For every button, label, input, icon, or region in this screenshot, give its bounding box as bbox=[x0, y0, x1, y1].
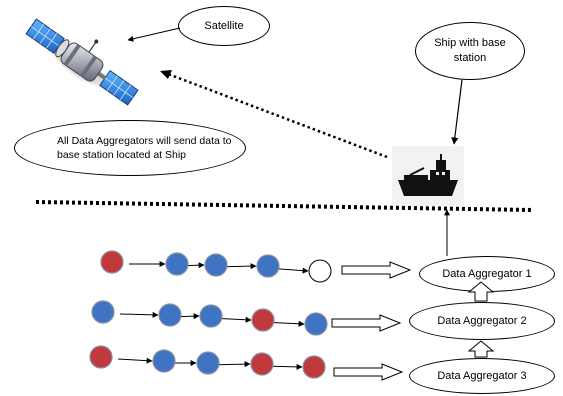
aggregator-1: Data Aggregator 1 bbox=[419, 256, 555, 292]
row2-node-5-blue bbox=[304, 312, 328, 336]
uplink-dotted-line bbox=[167, 72, 388, 159]
satellite-pointer-arrow bbox=[127, 27, 181, 42]
row2-connector-1 bbox=[119, 311, 159, 318]
row1-node-3-blue bbox=[204, 253, 228, 277]
aggregator-2-label: Data Aggregator 2 bbox=[437, 314, 527, 327]
aggregator-2: Data Aggregator 2 bbox=[409, 302, 555, 340]
satellite-icon bbox=[25, 18, 139, 106]
ship-icon bbox=[392, 146, 464, 206]
row1-node-5-empty bbox=[308, 259, 332, 283]
node-rows bbox=[89, 250, 332, 379]
row2-node-3-blue bbox=[199, 304, 223, 328]
row3-node-5-red bbox=[302, 355, 326, 379]
satellite-callout: Satellite bbox=[178, 6, 270, 46]
row3-node-2-blue bbox=[152, 349, 176, 373]
aggregator2-to-1-block-arrow bbox=[467, 281, 495, 302]
ship-callout-line2: station bbox=[453, 52, 487, 64]
row2-node-2-blue bbox=[158, 303, 182, 327]
row2-node-1-blue bbox=[91, 300, 115, 324]
ship-callout-line1: Ship with base bbox=[434, 37, 506, 50]
aggregator-3: Data Aggregator 3 bbox=[409, 358, 555, 394]
row1-node-4-blue bbox=[256, 254, 280, 278]
row1-node-1-red bbox=[100, 250, 124, 274]
row1-node-2-blue bbox=[165, 252, 189, 276]
info-callout: All Data Aggregators will send data to b… bbox=[14, 120, 246, 176]
info-callout-line2: base station located at Ship bbox=[57, 149, 187, 161]
row1-block-arrow bbox=[341, 261, 412, 279]
row3-node-1-red bbox=[89, 345, 113, 369]
aggregator-1-label: Data Aggregator 1 bbox=[442, 267, 532, 280]
row2-block-arrow bbox=[331, 314, 402, 332]
aggregator3-to-2-block-arrow bbox=[467, 340, 495, 358]
sea-level-separator bbox=[35, 200, 533, 212]
info-callout-line1: All Data Aggregators will send data to bbox=[57, 134, 232, 147]
row3-node-3-blue bbox=[196, 351, 220, 375]
ship-pointer-arrow bbox=[451, 79, 463, 145]
ship-callout: Ship with base station bbox=[415, 22, 525, 80]
row3-connector-1 bbox=[117, 357, 153, 364]
row3-block-arrow bbox=[333, 363, 404, 381]
row3-node-4-red bbox=[250, 352, 274, 376]
row2-node-4-red bbox=[251, 308, 275, 332]
uplink-arrowhead bbox=[160, 70, 172, 79]
satellite-callout-label: Satellite bbox=[204, 19, 244, 32]
aggregator-3-label: Data Aggregator 3 bbox=[437, 369, 527, 382]
